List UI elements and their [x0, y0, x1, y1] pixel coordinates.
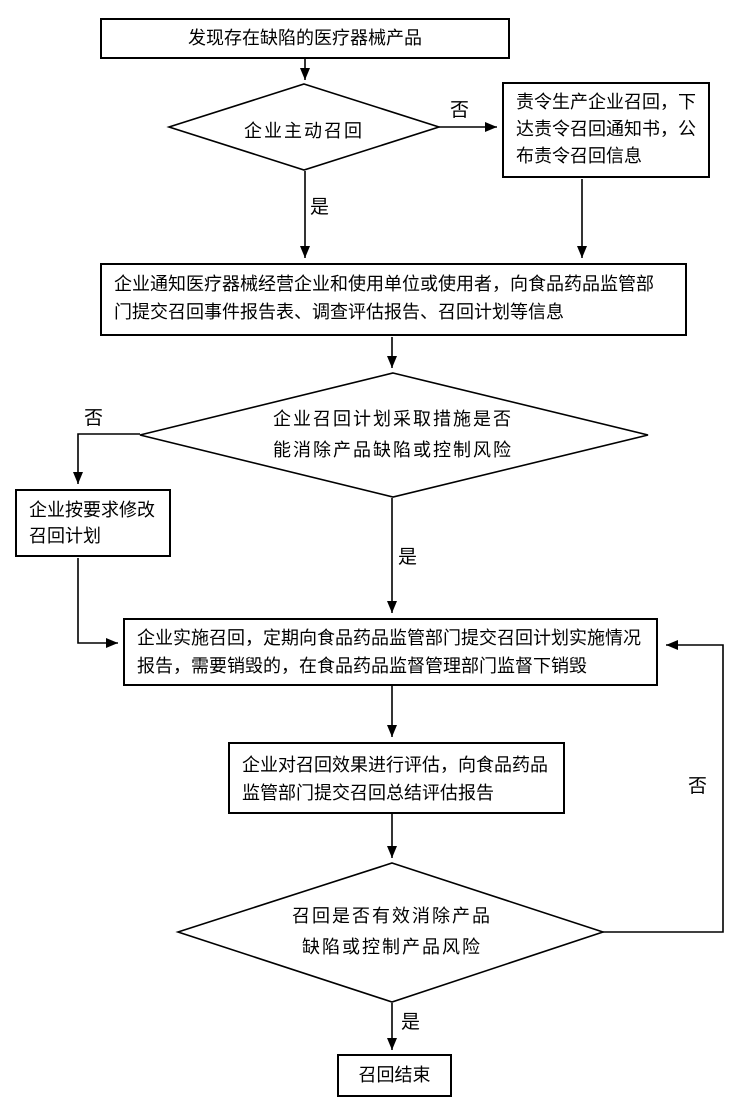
node-end: 召回结束: [337, 1054, 452, 1097]
node-notify-line: 门提交召回事件报告表、调查评估报告、召回计划等信息: [114, 302, 564, 323]
edge-d3-no-to-implement: [603, 640, 724, 933]
edge-label-d2-no: 否: [84, 407, 104, 429]
decision-effective-line: 召回是否有效消除产品: [292, 906, 492, 927]
decision-voluntary-diamond: [166, 83, 442, 171]
node-modify-plan-line: 企业按要求修改: [29, 500, 155, 521]
edge-modify-to-implement: [77, 558, 118, 648]
edge-label-d3-yes: 是: [401, 1011, 421, 1033]
node-modify-plan: 企业按要求修改 召回计划: [15, 489, 171, 557]
decision-plan-line: 企业召回计划采取措施是否: [273, 409, 513, 430]
edge-label-d3-no: 否: [688, 775, 708, 797]
decision-plan-diamond: [139, 372, 649, 498]
node-evaluate-line: 监管部门提交召回总结评估报告: [242, 783, 494, 804]
node-evaluate-line: 企业对召回效果进行评估，向食品药品: [242, 755, 548, 776]
edge-d2-no-to-modify: [73, 433, 140, 484]
node-implement-line: 企业实施召回，定期向食品药品监管部门提交召回计划实施情况: [137, 628, 641, 649]
node-notify: 企业通知医疗器械经营企业和使用单位或使用者，向食品药品监管部 门提交召回事件报告…: [100, 263, 687, 336]
decision-effective-label: 召回是否有效消除产品 缺陷或控制产品风险: [241, 901, 543, 963]
node-implement: 企业实施召回，定期向食品药品监管部门提交召回计划实施情况 报告，需要销毁的，在食…: [123, 618, 658, 686]
edge-label-d1-yes: 是: [310, 196, 330, 218]
edge-label-d2-yes: 是: [398, 546, 418, 568]
node-modify-plan-line: 召回计划: [29, 526, 101, 547]
node-ordered-recall-line: 布责令召回信息: [516, 146, 642, 167]
decision-plan-label: 企业召回计划采取措施是否 能消除产品缺陷或控制风险: [243, 404, 543, 466]
node-ordered-recall: 责令生产企业召回，下 达责令召回通知书，公 布责令召回信息: [502, 82, 710, 178]
decision-plan-line: 能消除产品缺陷或控制风险: [273, 440, 513, 461]
node-end-label: 召回结束: [358, 1064, 431, 1086]
decision-effective-line: 缺陷或控制产品风险: [302, 937, 482, 958]
node-start: 发现存在缺陷的医疗器械产品: [100, 18, 510, 59]
decision-effective-diamond: [175, 862, 606, 1003]
node-ordered-recall-line: 责令生产企业召回，下: [516, 92, 696, 113]
decision-voluntary-label: 企业主动召回: [244, 121, 364, 142]
node-notify-line: 企业通知医疗器械经营企业和使用单位或使用者，向食品药品监管部: [114, 274, 654, 295]
node-implement-line: 报告，需要销毁的，在食品药品监督管理部门监督下销毁: [137, 656, 587, 677]
node-ordered-recall-line: 达责令召回通知书，公: [516, 119, 696, 140]
edge-label-d1-no: 否: [450, 99, 470, 121]
node-evaluate: 企业对召回效果进行评估，向食品药品 监管部门提交召回总结评估报告: [228, 742, 565, 814]
node-start-label: 发现存在缺陷的医疗器械产品: [188, 27, 422, 49]
